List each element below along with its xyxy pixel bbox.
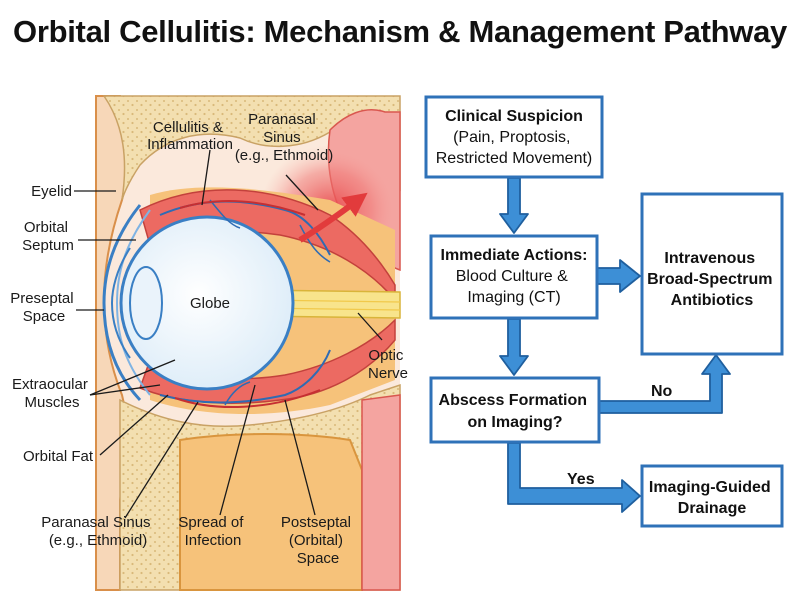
- cornea: [110, 247, 131, 359]
- lower-paranasal-sinus: [179, 433, 363, 591]
- label-orbital-fat: Orbital Fat: [23, 448, 94, 465]
- box5-body: Imaging-Guided Drainage: [649, 479, 775, 517]
- lens: [129, 266, 163, 340]
- label-optic-nerve: Optic Nerve: [368, 347, 408, 382]
- flow-arrows: [499, 177, 731, 513]
- label-yes: Yes: [567, 471, 595, 488]
- vessel-red-lower: [174, 389, 321, 408]
- box3-body: Intravenous Broad-Spectrum Antibiotics: [647, 250, 777, 309]
- box-immediate-actions: [429, 234, 599, 320]
- orbital-septum-line: [102, 204, 142, 402]
- arrow-abscess-no-to-antibiotics: [598, 354, 731, 414]
- arrow-abscess-yes-to-drainage: [507, 442, 641, 513]
- label-postseptal-space: Postseptal (Orbital) Space: [281, 514, 355, 567]
- vessel-lower: [159, 349, 331, 404]
- page-title: Orbital Cellulitis: Mechanism & Manageme…: [13, 14, 787, 49]
- label-globe: Globe: [190, 295, 230, 312]
- box2-title: Immediate Actions:: [441, 247, 588, 264]
- label-preseptal-space: Preseptal Space: [10, 290, 78, 325]
- infection-spread-arrow: [298, 192, 368, 243]
- label-cellulitis: Cellulitis & Inflammation: [147, 119, 233, 153]
- arrow-actions-to-antibiotics: [596, 259, 641, 293]
- box1-title: Clinical Suspicion: [445, 108, 583, 125]
- globe: [119, 215, 295, 391]
- lower-right-sinus: [361, 394, 401, 591]
- label-paranasal-sinus-bottom: Paranasal Sinus (e.g., Ethmoid): [41, 514, 154, 549]
- box-clinical-suspicion: [424, 95, 604, 179]
- box-iv-antibiotics: [640, 192, 784, 356]
- label-eyelid: Eyelid: [31, 183, 72, 200]
- label-orbital-septum: Orbital Septum: [22, 219, 74, 254]
- box2-body: Blood Culture & Imaging (CT): [456, 268, 573, 306]
- box1-body: (Pain, Proptosis, Restricted Movement): [436, 129, 593, 167]
- vessel-red-upper: [179, 199, 306, 216]
- label-spread-of-infection: Spread of Infection: [178, 514, 247, 549]
- box-drainage: [640, 464, 784, 528]
- arrow-actions-to-abscess: [499, 318, 529, 376]
- label-no: No: [651, 383, 673, 400]
- label-extraocular-muscles: Extraocular Muscles: [12, 376, 92, 411]
- arrow-suspicion-to-actions: [499, 177, 529, 234]
- label-paranasal-sinus-top: Paranasal Sinus (e.g., Ethmoid): [235, 111, 333, 164]
- box-abscess-formation: [429, 376, 601, 444]
- box4-body: Abscess Formation on Imaging?: [439, 392, 592, 431]
